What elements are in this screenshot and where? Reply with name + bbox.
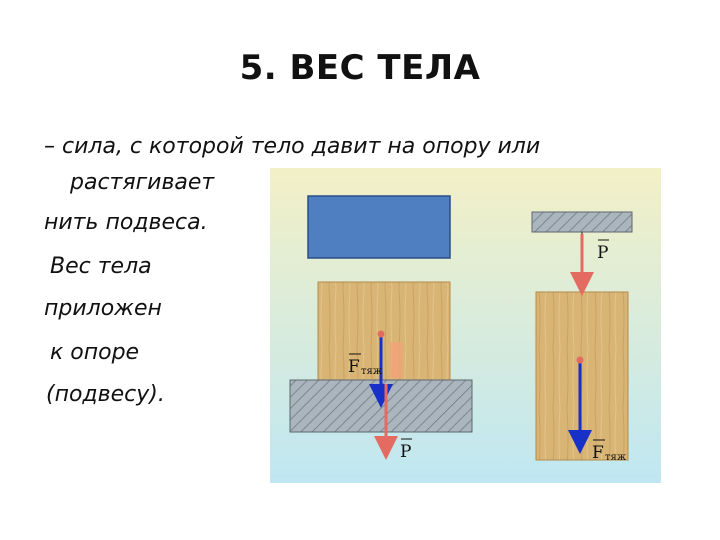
gravity-sub-right: тяж (605, 452, 627, 463)
wooden-body-left (317, 281, 451, 381)
definition-line-4: Вес тела (50, 254, 152, 279)
gravity-origin-right (576, 356, 584, 364)
contact-highlight (390, 342, 402, 378)
wooden-body-right (535, 291, 629, 461)
definition-line-7: (подвесу). (46, 382, 165, 407)
definition-line-1: – сила, с которой тело давит на опору ил… (44, 134, 541, 159)
slide-title: 5. ВЕС ТЕЛА (239, 48, 481, 88)
weight-diagram: F тяж P P F тяж (270, 168, 661, 483)
weight-label-right: P (597, 243, 608, 263)
definition-line-3: нить подвеса. (44, 210, 208, 235)
gravity-origin-left (377, 330, 385, 338)
definition-line-2: растягивает (70, 170, 215, 195)
gravity-label-right: F (592, 443, 604, 463)
weight-label-left: P (400, 442, 411, 462)
gravity-sub-left: тяж (361, 366, 383, 377)
definition-line-5: приложен (44, 296, 162, 321)
ceiling-hatched (531, 211, 633, 233)
definition-line-6: к опоре (50, 340, 140, 365)
gravity-label-left: F (348, 357, 360, 377)
blue-block (307, 195, 451, 259)
